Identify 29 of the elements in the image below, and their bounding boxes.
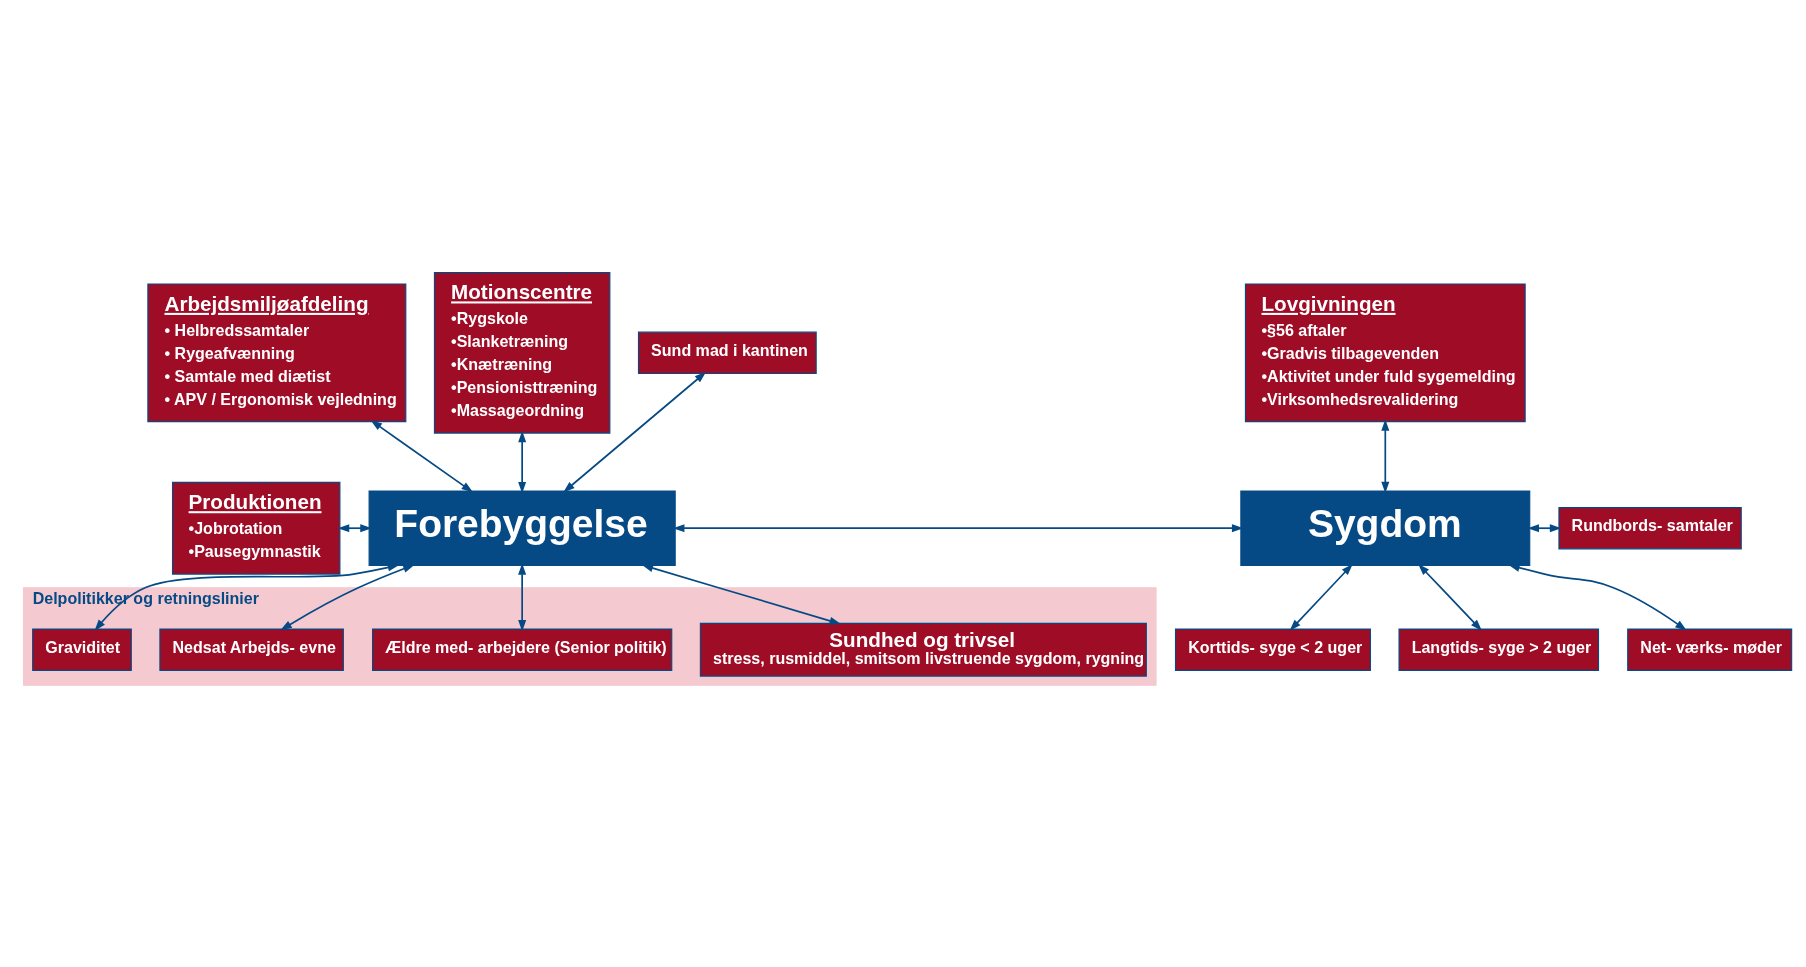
node-box: Produktionen •Jobrotation •Pausegymnastik <box>171 481 341 575</box>
node-box: Sund mad i kantinen <box>637 331 817 375</box>
node-box: Rundbords- samtaler <box>1558 507 1742 550</box>
node-box: Ældre med- arbejdere (Senior politik) <box>372 628 673 671</box>
arrow <box>337 524 372 533</box>
node-box: Nedsat Arbejds- evne <box>159 628 344 671</box>
node-box: Forebyggelse <box>368 490 676 567</box>
node-box: Net- værks- møder <box>1627 628 1793 671</box>
node-box: Langtids- syge > 2 uger <box>1398 628 1600 671</box>
arrow <box>672 524 1244 533</box>
arrow <box>1508 563 1687 631</box>
arrow <box>1381 419 1390 494</box>
node-box: Lovgivningen •§56 aftaler •Gradvis tilbagevenden •Aktivitet under fuld sygemelding •Virksomhedsrevalidering <box>1244 283 1526 423</box>
arrow <box>641 564 841 625</box>
arrow <box>1289 563 1353 631</box>
arrow <box>1527 524 1562 533</box>
node-box: Sundhed og trivsel stress, rusmiddel, smitsom livstruende sygdom, rygning <box>699 622 1147 677</box>
node-box: Korttids- syge < 2 uger <box>1174 628 1371 671</box>
node-box: Graviditet <box>32 628 132 671</box>
arrow <box>518 430 527 494</box>
arrow <box>1418 563 1482 631</box>
arrow <box>370 420 473 493</box>
node-box: Arbejdsmiljøafdeling • Helbredssamtaler • Rygeafvænning • Samtale med diætist • APV / Ergonomisk vejledning <box>147 283 407 423</box>
node-box: Sygdom <box>1240 490 1531 567</box>
node-box: Motionscentre •Rygskole •Slanketræning •Knætræning •Pensionisttræning •Massageordning <box>433 272 611 434</box>
arrow <box>280 564 415 631</box>
arrow <box>94 563 400 631</box>
arrow <box>518 563 527 632</box>
arrow <box>563 371 707 493</box>
